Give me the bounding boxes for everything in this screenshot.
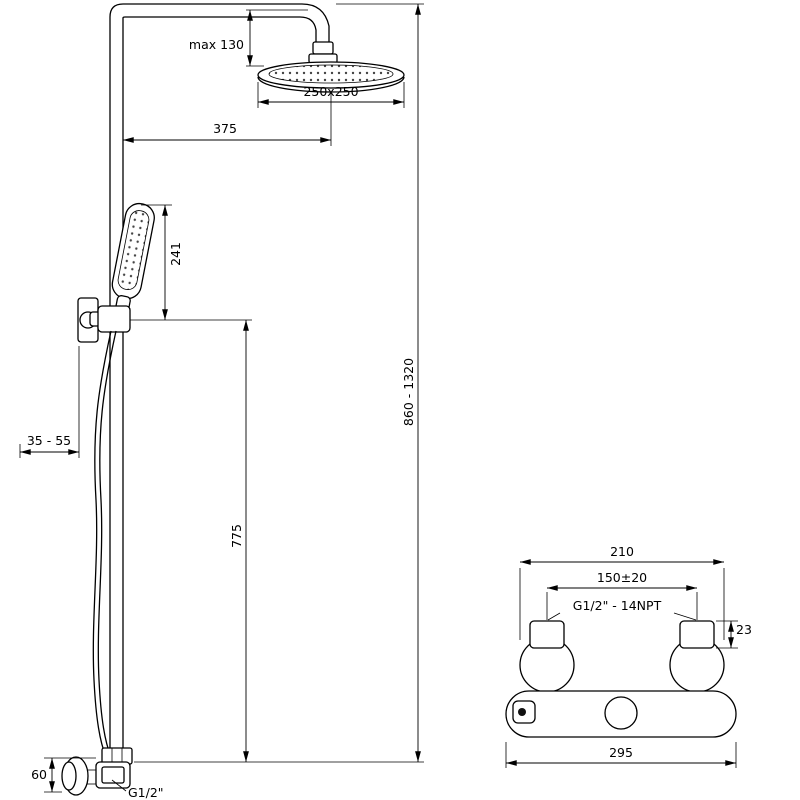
mixer-body [505,690,737,738]
dim-inlet-spacing: 150±20 [546,570,698,620]
dim-hand-shower-length: 241 [130,204,252,321]
mixer-drawing: 210 150±20 G1/2" - 14NPT 23 295 [505,544,752,768]
dim-riser-length: 775 [229,320,249,762]
head-spray-face [268,64,394,84]
label-outlet-thread: G1/2" [128,785,164,800]
overhead-shower-head [257,41,405,93]
mixer-display [512,700,536,724]
right-inlet-nut [679,620,715,649]
dim-label-295: 295 [609,745,633,760]
dim-label-35-55: 35 - 55 [27,433,71,448]
dim-mixer-length: 295 [505,742,737,768]
label-inlet-thread: G1/2" - 14NPT [573,598,662,613]
dim-label-210: 210 [610,544,634,559]
dim-label-max-130: max 130 [189,37,244,52]
head-rim [257,76,405,93]
left-inlet-nut [529,620,565,649]
dim-label-60: 60 [31,767,47,782]
dim-label-150-20: 150±20 [597,570,647,585]
dim-elbow-height: 60 [31,757,96,793]
elbow-core [101,766,125,784]
dim-arm-reach: 375 [123,92,332,146]
dim-max-head-offset: max 130 [189,9,308,67]
dim-label-241: 241 [168,242,183,266]
shower-column-drawing: max 130 250x250 375 241 860 - 1320 [19,3,424,800]
outlet-thread-callout: G1/2" [111,779,164,800]
dim-inlet-nut-height: 23 [716,620,752,649]
hand-shower-face [117,210,150,291]
wall-bracket [77,297,131,343]
dim-label-860-1320: 860 - 1320 [401,358,416,426]
hand-shower [111,202,155,329]
shower-hose [92,330,117,758]
dim-label-23: 23 [736,622,752,637]
mixer-control-knob [604,696,638,730]
inlet-thread-callout: G1/2" - 14NPT [547,598,697,621]
mixer-display-dot [518,708,526,716]
head-connector-upper [312,41,334,55]
riser-pipe [109,3,330,762]
dim-total-height: 860 - 1320 [134,3,424,763]
wall-outlet-elbow [61,747,133,796]
dim-label-775: 775 [229,524,244,548]
dim-mixer-overall-width: 210 [519,544,725,640]
dim-wall-distance: 35 - 55 [19,346,80,458]
dim-label-375: 375 [213,121,237,136]
dim-label-250x250: 250x250 [303,84,358,99]
wall-flange-inner [61,761,77,791]
holder-body [97,305,131,333]
